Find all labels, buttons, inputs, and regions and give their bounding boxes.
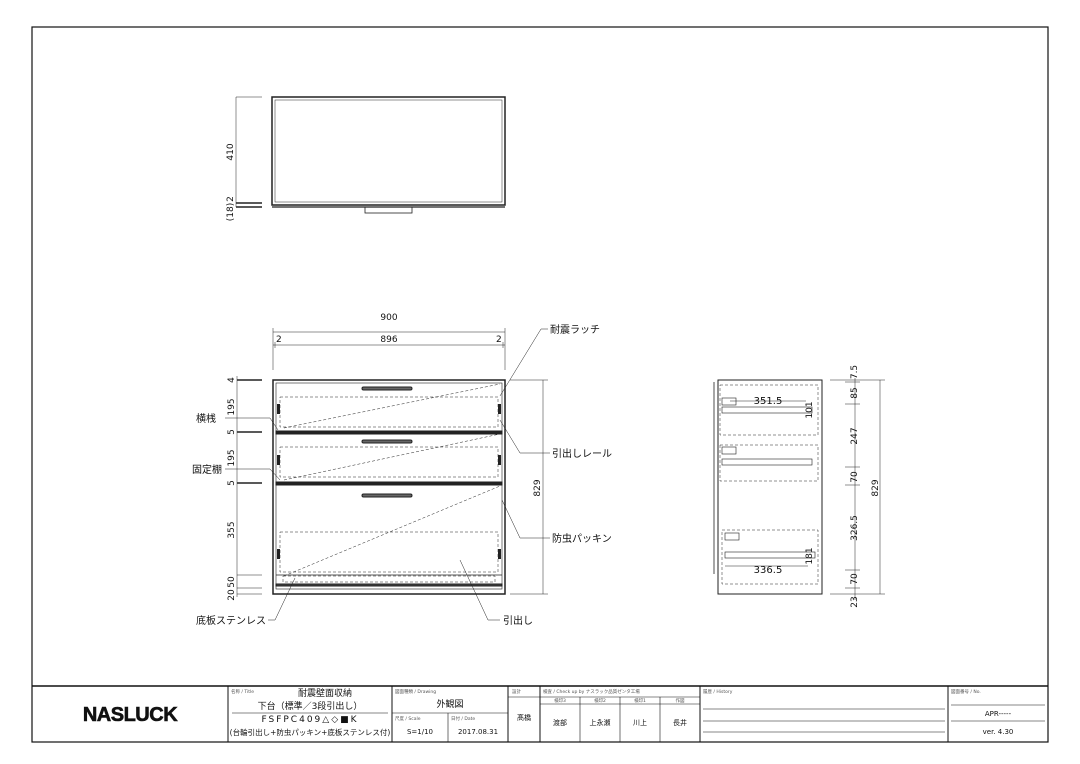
callout-bottom: 底板ステンレス: [196, 614, 266, 627]
checker-name: 上永瀬: [590, 718, 611, 727]
height-total-dim: 829: [533, 479, 543, 496]
title-line1: 耐震壁面収納: [298, 687, 352, 699]
sheet-border: [31, 26, 1049, 743]
side-height-dim: 70: [850, 471, 860, 483]
side-top-depth: 351.5: [754, 396, 783, 407]
model-note: (台輪引出し+防虫パッキン+底板ステンレス付): [230, 727, 391, 737]
side-rail-bottom: 181: [805, 547, 815, 564]
model-number: FSFPC409△◇■K: [261, 715, 358, 725]
history-label: 履歴 / History: [703, 689, 733, 695]
front-view: [225, 328, 550, 621]
side-height-dim: 247: [850, 427, 860, 444]
height-dim: 50: [227, 576, 237, 588]
checker-label: 検印1: [634, 697, 646, 704]
width-total-dim: 900: [380, 313, 397, 323]
check-label: 検査 / Check up by ナスラック品質ゼンタ工場: [543, 688, 640, 695]
side-height-dim: 7.5: [850, 365, 860, 379]
side-height-total: 829: [871, 479, 881, 496]
height-dim: 20: [227, 589, 237, 601]
nasluck-logo: NASLUCK: [83, 704, 178, 726]
side-right-dim: 2: [496, 335, 502, 345]
height-dim: 195: [227, 449, 237, 466]
checker-name: 川上: [633, 718, 647, 727]
callout-latch: 耐震ラッチ: [550, 323, 600, 336]
drawing-label: 図面種類 / Drawing: [395, 688, 436, 695]
number-label: 図面番号 / No.: [951, 688, 981, 695]
checker-name: 長井: [673, 718, 687, 727]
side-height-dim: 23: [850, 596, 860, 607]
checker-name: 渡部: [553, 718, 567, 727]
side-view: [713, 378, 885, 600]
top-view: [235, 96, 506, 214]
design-label: 設計: [512, 688, 521, 695]
callout-packing: 防虫パッキン: [552, 532, 612, 545]
height-dim: 5: [227, 429, 237, 435]
side-bottom-depth: 336.5: [754, 565, 783, 576]
title-label: 名称 / Title: [231, 688, 254, 695]
width-inner-dim: 896: [380, 335, 397, 345]
checker-label: 作図: [676, 697, 685, 704]
checker-label: 検印2: [594, 697, 606, 704]
height-dim: 5: [227, 480, 237, 486]
top-base-dim: (18): [226, 203, 236, 221]
date-label: 日付 / Date: [451, 715, 475, 722]
drawing-number: APR-----: [985, 710, 1012, 718]
height-dim: 195: [227, 398, 237, 415]
designer: 髙橋: [517, 713, 531, 722]
top-gap-dim: 2: [226, 196, 236, 202]
callout-rail-bar: 横桟: [196, 412, 216, 425]
side-rail-top: 101: [805, 401, 815, 418]
side-left-dim: 2: [276, 335, 282, 345]
scale-label: 尺度 / Scale: [395, 715, 421, 722]
height-dim: 4: [227, 377, 237, 383]
height-dim: 355: [227, 521, 237, 538]
checker-label: 検印3: [554, 697, 566, 704]
version: ver. 4.30: [983, 728, 1014, 736]
date: 2017.08.31: [458, 728, 498, 736]
top-depth-dim: 410: [226, 143, 236, 160]
drawing-type: 外観図: [436, 698, 463, 710]
side-height-dim: 70: [850, 573, 860, 585]
side-height-dim: 326.5: [850, 515, 860, 541]
scale: S=1/10: [407, 728, 433, 736]
callout-shelf: 固定棚: [192, 463, 222, 476]
title-line2: 下台（標準／3段引出し）: [258, 700, 363, 712]
title-block: [32, 685, 1048, 742]
side-height-dim: 85: [850, 387, 860, 398]
callout-rail: 引出しレール: [552, 447, 612, 460]
callout-drawer: 引出し: [503, 614, 533, 627]
